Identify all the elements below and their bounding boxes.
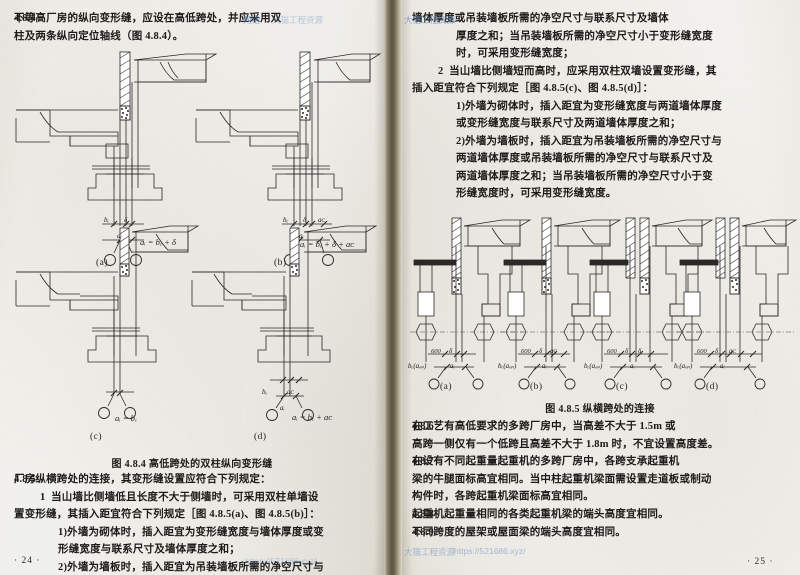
- section-4-8-5-line-4: 1)外墙为砌体时，插入距宜为变形缝宽度与墙体厚度或变: [58, 526, 324, 538]
- fig485-d-dim-ac: aᴄ: [729, 347, 736, 355]
- rp-line-9: 两道墙体厚度或吊装墙板所需的净空尺寸与联系尺寸及: [456, 153, 713, 164]
- section-4-8-5-number: 4.8.5: [14, 474, 36, 485]
- rp-line-8: 2)外墙为墙板时，插入距宜为吊装墙板所需的净空尺寸与: [456, 135, 722, 147]
- panel-b-dim-be: bₑ: [283, 216, 289, 224]
- section-4-8-9: 不同跨度的屋架或屋面梁的端头高度宜相同。: [412, 524, 788, 542]
- watermark-brand-right-bottom: 大猫工程资源: [404, 547, 456, 557]
- figure-4-8-4-drawing: [15, 51, 382, 421]
- section-4-8-5-line-1: 厂房纵横跨处的连接，其变形缝设置应符合下列规定：: [14, 474, 271, 485]
- section-4-8-8: 起重机起重量相同的各类起重机梁的端头高度宜相同。: [412, 506, 788, 524]
- rp-line-10: 两道墙体厚度之和；当吊装墙板所需的净空尺寸小于变: [456, 170, 713, 182]
- panel-label-a: (a): [96, 258, 109, 268]
- figure-4-8-4-caption: 图 4.8.4 高低跨处的双柱纵向变形缝: [111, 459, 273, 470]
- fig485-d-dim-ai: aᵢ: [720, 362, 725, 370]
- s486-line-2: 高跨一侧仅有一个低跨且高差不大于 1.8m 时，不宜设置高度差。: [412, 438, 719, 450]
- panel-a-formula: aᵢ = bₑ + δ: [140, 237, 176, 247]
- rp-line-2: 厚度之和；当吊装墙板所需的净空尺寸小于变形缝宽度: [456, 30, 713, 42]
- fig485-d-dim-delta: δ: [715, 347, 719, 355]
- s489-line-1: 不同跨度的屋架或屋面梁的端头高度宜相同。: [412, 527, 626, 538]
- panel-label-b: (b): [274, 258, 287, 268]
- right-page: 墙体厚度或吊装墙板所需的净空尺寸与联系尺寸及墙体 厚度之和；当吊装墙板所需的净空…: [402, 0, 800, 575]
- panel-d-dim-ac: aᴄ: [287, 388, 294, 396]
- section-4-8-4-line-1: 不等高厂房的纵向变形缝，应设在高低跨处，并应采用双: [14, 13, 282, 24]
- fig485-c-dim-be: bₑ(aₒₚ): [584, 362, 603, 370]
- fig485-panel-label-a: (a): [440, 382, 453, 392]
- rp-line-3: 时，可采用变形缝宽度；: [456, 48, 574, 59]
- section-4-8-5-line-3: 置变形缝，其插入距宜符合下列规定［图 4.8.5(a)、图 4.8.5(b)］：: [14, 509, 321, 520]
- section-4-8-4: 不等高厂房的纵向变形缝，应设在高低跨处，并应采用双 柱及两条纵向定位轴线（图 4…: [14, 10, 374, 45]
- panel-label-d: (d): [254, 432, 267, 442]
- section-4-8-5-line-5: 形缝宽度与联系尺寸及墙体厚度之和；: [58, 544, 240, 555]
- s486-line-1: 在工艺有高低要求的多跨厂房中，当高差不大于 1.5m 或: [412, 421, 676, 432]
- fig485-a-dim-600: 600: [431, 348, 441, 355]
- fig485-c-dim-delta1: δ: [625, 347, 629, 355]
- fig485-b-dim-be: bₑ(aₒₚ): [498, 362, 517, 370]
- panel-c-formula: aᵢ = bₑ: [115, 413, 138, 423]
- s487-line-3: 构件时，各跨起重机梁面标高宜相同。: [412, 491, 594, 502]
- section-4-8-7: 在设有不同起重量起重机的多跨厂房中，各跨支承起重机 梁的牛腿面标高宜相同。当中柱…: [412, 453, 788, 506]
- left-page: 不等高厂房的纵向变形缝，应设在高低跨处，并应采用双 柱及两条纵向定位轴线（图 4…: [0, 0, 384, 575]
- panel-d-dim-be: bₑ: [262, 388, 268, 396]
- fig485-d-dim-be: bₑ(aₒₚ): [674, 362, 693, 370]
- section-4-8-4-line-2: 柱及两条纵向定位轴线（图 4.8.4）。: [14, 30, 184, 42]
- rp-line-5: 插入距宜符合下列规定［图 4.8.5(c)、图 4.8.5(d)］：: [412, 83, 654, 94]
- fig485-panel-label-d: (d): [706, 382, 719, 392]
- fig485-b-dim-ai: aᵢ: [542, 362, 547, 370]
- fig485-a-dim-delta: δ: [449, 347, 453, 355]
- fig485-b-dim-600: 600: [521, 348, 531, 355]
- fig485-c-dim-600: 600: [607, 348, 617, 355]
- s488-line-1: 起重机起重量相同的各类起重机梁的端头高度宜相同。: [412, 509, 669, 520]
- section-4-8-5-line-2: 1 当山墙比侧墙低且长度不大于侧墙时，可采用双柱单墙设: [40, 491, 319, 503]
- right-page-top-text: 墙体厚度或吊装墙板所需的净空尺寸与联系尺寸及墙体 厚度之和；当吊装墙板所需的净空…: [412, 10, 788, 203]
- figure-4-8-5-drawing: [410, 217, 798, 390]
- section-4-8-5-line-6: 2)外墙为墙板时，插入距宜为吊装墙板所需的净空尺寸与: [58, 561, 324, 573]
- fig485-b-dim-delta: δ: [539, 347, 543, 355]
- rp-line-4: 2 当山墙比侧墙短而高时，应采用双柱双墙设置变形缝，其: [438, 65, 717, 77]
- panel-a-dim-delta: δ: [124, 216, 128, 224]
- fig485-a-dim-be: bₑ(aₒₚ): [408, 362, 427, 370]
- fig485-c-dim-delta2: δ: [638, 347, 642, 355]
- fig485-panel-label-b: (b): [530, 382, 543, 392]
- section-4-8-4-number: 4.8.4: [14, 13, 36, 24]
- panel-a-dim-be: bₑ: [104, 216, 110, 224]
- rp-line-1: 墙体厚度或吊装墙板所需的净空尺寸与联系尺寸及墙体: [412, 13, 669, 24]
- fig485-panel-label-c: (c): [616, 382, 629, 392]
- section-4-8-9-number: 4.8.9: [412, 527, 434, 538]
- section-4-8-6-number: 4.8.6: [412, 421, 434, 432]
- panel-d-formula: aᵢ = bₑ + aᴄ: [292, 412, 333, 422]
- rp-line-6: 1)外墙为砌体时，插入距宜为变形缝宽度与两道墙体厚度: [456, 100, 722, 112]
- panel-label-c: (c): [90, 432, 103, 442]
- fig485-c-dim-ai: aᵢ: [630, 362, 635, 370]
- section-4-8-6: 在工艺有高低要求的多跨厂房中，当高差不大于 1.5m 或 高跨一侧仅有一个低跨且…: [412, 418, 788, 453]
- rp-line-7: 或变形缝宽度与联系尺寸及两道墙体厚度之和；: [456, 118, 681, 129]
- section-4-8-8-number: 4.8.8: [412, 509, 434, 520]
- s487-line-2: 梁的牛腿面标高宜相同。当中柱起重机梁面需设置走道板或制动: [412, 473, 712, 485]
- panel-a-dim-ai: aᵢ: [117, 232, 122, 240]
- left-page-number: · 24 ·: [14, 556, 41, 566]
- figure-4-8-5-caption: 图 4.8.5 纵横跨处的连接: [545, 404, 655, 415]
- fig485-b-dim-ac: aᴄ: [550, 347, 557, 355]
- section-4-8-5: 厂房纵横跨处的连接，其变形缝设置应符合下列规定： 1 当山墙比侧墙低且长度不大于…: [14, 471, 374, 575]
- panel-b-dim-ac: aᴄ: [318, 216, 325, 224]
- panel-b-dim-ai: aᵢ: [299, 232, 304, 240]
- rp-line-11: 形缝宽度时，可采用变形缝宽度。: [456, 188, 617, 199]
- book-gutter: [384, 0, 402, 575]
- s487-line-1: 在设有不同起重量起重机的多跨厂房中，各跨支承起重机: [412, 456, 680, 467]
- panel-b-formula: aᵢ = bₑ + δ + aᴄ: [300, 239, 355, 249]
- section-4-8-7-number: 4.8.7: [412, 456, 434, 467]
- watermark-url-right: https://521686.xyz/: [454, 546, 526, 556]
- panel-d-dim-ai: aᵢ: [280, 404, 285, 412]
- panel-b-dim-delta: δ: [303, 216, 307, 224]
- right-page-number: · 25 ·: [747, 557, 774, 567]
- fig485-a-dim-ai: aᵢ: [450, 362, 455, 370]
- fig485-d-dim-600: 600: [697, 348, 707, 355]
